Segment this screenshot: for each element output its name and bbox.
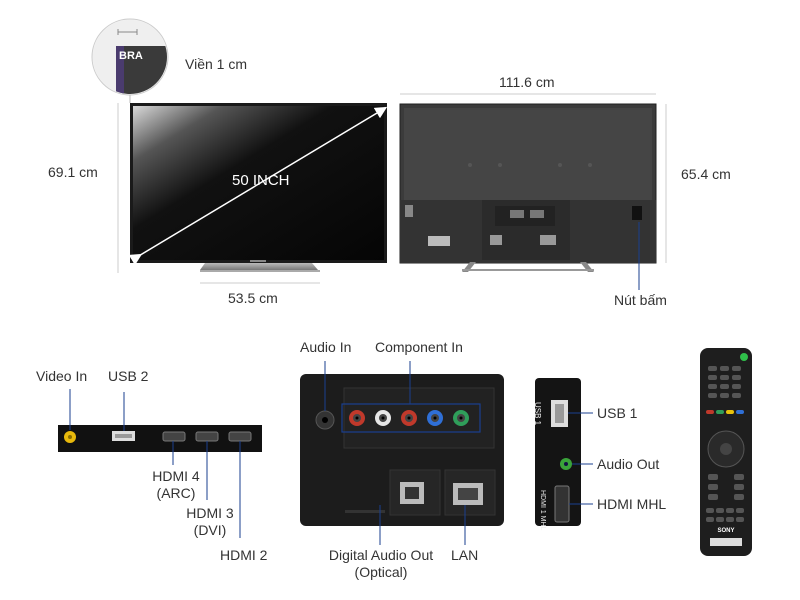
remote-vol-key [708, 474, 718, 480]
remote-media-key [716, 508, 724, 513]
remote-media-key [736, 517, 744, 522]
hdmi3-label-line2: (DVI) [193, 521, 227, 538]
digital-audio-out-line1: Digital Audio Out [328, 547, 434, 563]
usb1-label: USB 1 [597, 405, 638, 421]
remote-ch-key [734, 484, 744, 490]
remote-media-key [716, 517, 724, 522]
hdmi2-port [228, 431, 252, 442]
hdmi2-label: HDMI 2 [220, 547, 268, 563]
tv-front [128, 103, 388, 272]
hdmi4-label-line1: HDMI 4 [152, 468, 200, 484]
tv-back [399, 103, 657, 272]
height-back-label: 65.4 cm [681, 166, 731, 182]
remote-ch-key [734, 474, 744, 480]
hdmi3-label-line1: HDMI 3 [186, 505, 234, 521]
remote-control [700, 348, 752, 556]
audio-in-label: Audio In [300, 339, 352, 355]
remote-vol-key [708, 494, 718, 500]
hdmi3-label: HDMI 3 (DVI) [180, 505, 240, 539]
remote-media-key [706, 508, 714, 513]
remote-media-key [726, 508, 734, 513]
remote-media-key [706, 517, 714, 522]
bezel-zoom [91, 18, 169, 103]
usb1-panel-text: USB 1 [533, 402, 542, 426]
hdmi4-label: HDMI 4 (ARC) [146, 468, 206, 502]
remote-number-key [708, 366, 717, 371]
remote-number-key [720, 384, 729, 389]
component-in-label: Component In [375, 339, 463, 355]
height-front-label: 69.1 cm [48, 164, 98, 180]
width-top-label: 111.6 cm [499, 74, 555, 90]
remote-number-key [708, 393, 717, 398]
bezel-label: Viền 1 cm [185, 56, 247, 72]
lan-label: LAN [451, 547, 479, 563]
hdmi1-panel-text: HDMI 1 MHL [539, 490, 546, 531]
remote-number-key [732, 375, 741, 380]
power-button [740, 353, 748, 361]
hdmi4-port [162, 431, 186, 442]
remote-number-key [720, 375, 729, 380]
rear-port-panel [300, 374, 504, 526]
side-port-panel [58, 425, 262, 452]
remote-color-key [736, 410, 744, 414]
digital-audio-out-line2: (Optical) [354, 563, 408, 580]
remote-number-key [708, 375, 717, 380]
side-callouts [69, 389, 241, 538]
remote-color-key [706, 410, 714, 414]
remote-color-key [726, 410, 734, 414]
stand-width-label: 53.5 cm [228, 290, 278, 306]
hdmi-mhl-label: HDMI MHL [597, 496, 667, 512]
remote-ch-key [734, 494, 744, 500]
remote-number-key [732, 366, 741, 371]
bezel-zoom-text: BRA [119, 50, 143, 62]
digital-audio-out-label: Digital Audio Out (Optical) [318, 547, 444, 581]
hdmi-mhl-port [554, 485, 570, 523]
audio-out-label: Audio Out [597, 456, 660, 472]
tv-stand [200, 263, 318, 270]
video-in-label: Video In [36, 368, 88, 384]
right-callouts [568, 412, 593, 505]
remote-number-key [732, 384, 741, 389]
remote-media-key [726, 517, 734, 522]
remote-brand: SONY [717, 528, 735, 534]
remote-vol-key [708, 484, 718, 490]
screen-size-label: 50 INCH [232, 172, 290, 189]
right-port-panel [535, 378, 581, 526]
rear-callouts [324, 361, 466, 545]
hdmi3-port [195, 431, 219, 442]
remote-color-key [716, 410, 724, 414]
remote-media-key [736, 508, 744, 513]
buttons-label: Nút bấm [614, 292, 667, 308]
remote-number-key [708, 384, 717, 389]
usb2-label: USB 2 [108, 368, 149, 384]
diagonal-arrow [128, 106, 388, 266]
remote-number-key [720, 366, 729, 371]
remote-number-key [732, 393, 741, 398]
remote-number-key [720, 393, 729, 398]
hdmi4-label-line2: (ARC) [156, 484, 196, 501]
